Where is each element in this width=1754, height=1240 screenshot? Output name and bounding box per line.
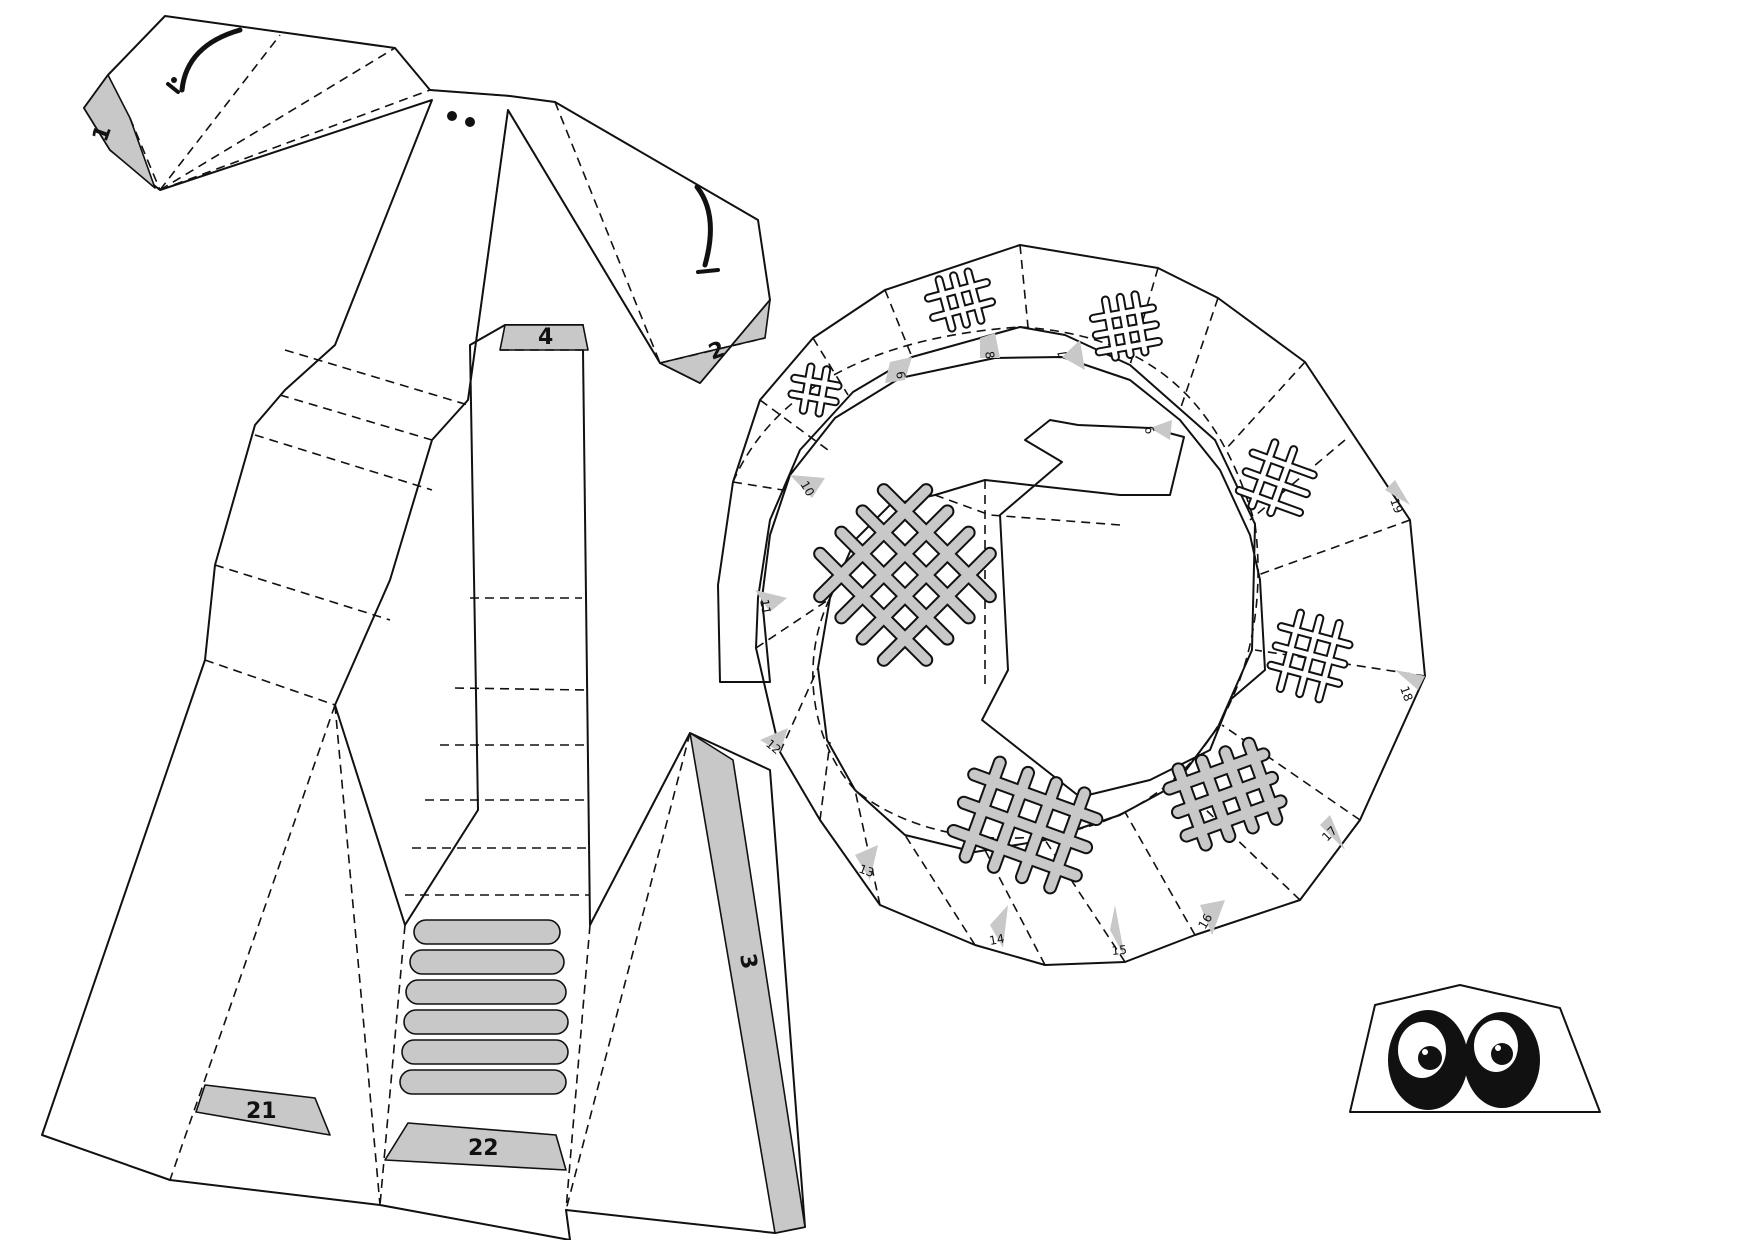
ring-tab-19: 19 — [1387, 496, 1405, 515]
grille-small-1 — [923, 267, 997, 333]
slot-bars — [399, 919, 569, 1095]
tab-3 — [689, 732, 806, 1234]
grille-small-2 — [1088, 290, 1163, 362]
ring-piece: 6 8 7 9 10 11 12 13 14 15 16 17 18 19 — [717, 244, 1426, 966]
body-fold-lines — [129, 34, 766, 1211]
ring-tab-6: 6 — [893, 370, 908, 380]
grille-large-2 — [946, 755, 1104, 895]
eyes-piece — [1349, 984, 1601, 1113]
tab-21-label: 21 — [246, 1099, 277, 1124]
tab-1 — [83, 74, 156, 189]
ring-tab-9: 9 — [1142, 424, 1158, 436]
grille-large-3 — [1162, 736, 1288, 852]
tab-4 — [499, 324, 589, 351]
ring-tab-10: 10 — [797, 479, 817, 499]
grille-small-3 — [787, 362, 843, 418]
tab-21 — [195, 1084, 331, 1136]
ring-tab-15: 15 — [1111, 943, 1127, 958]
grille-small-5 — [1266, 608, 1354, 704]
ring-tab-13: 13 — [857, 862, 876, 880]
ring-tab-18: 18 — [1397, 684, 1415, 703]
cartoon-eyes-icon — [1388, 1010, 1540, 1110]
ring-glue-tabs — [755, 333, 1425, 958]
ring-tab-14: 14 — [988, 932, 1005, 948]
grille-small-4 — [1234, 438, 1318, 518]
ring-tab-16: 16 — [1195, 911, 1215, 931]
tab-22 — [384, 1122, 567, 1171]
grille-large-1 — [813, 483, 997, 667]
tab-3-label: 3 — [734, 952, 761, 971]
tab-4-label: 4 — [538, 325, 553, 350]
body-piece: 1 2 3 4 21 22 — [41, 15, 806, 1240]
ring-tab-11: 11 — [757, 598, 773, 615]
eye-marks-icon — [166, 27, 720, 274]
tab-22-label: 22 — [468, 1136, 499, 1161]
ring-tab-8: 8 — [982, 350, 997, 360]
